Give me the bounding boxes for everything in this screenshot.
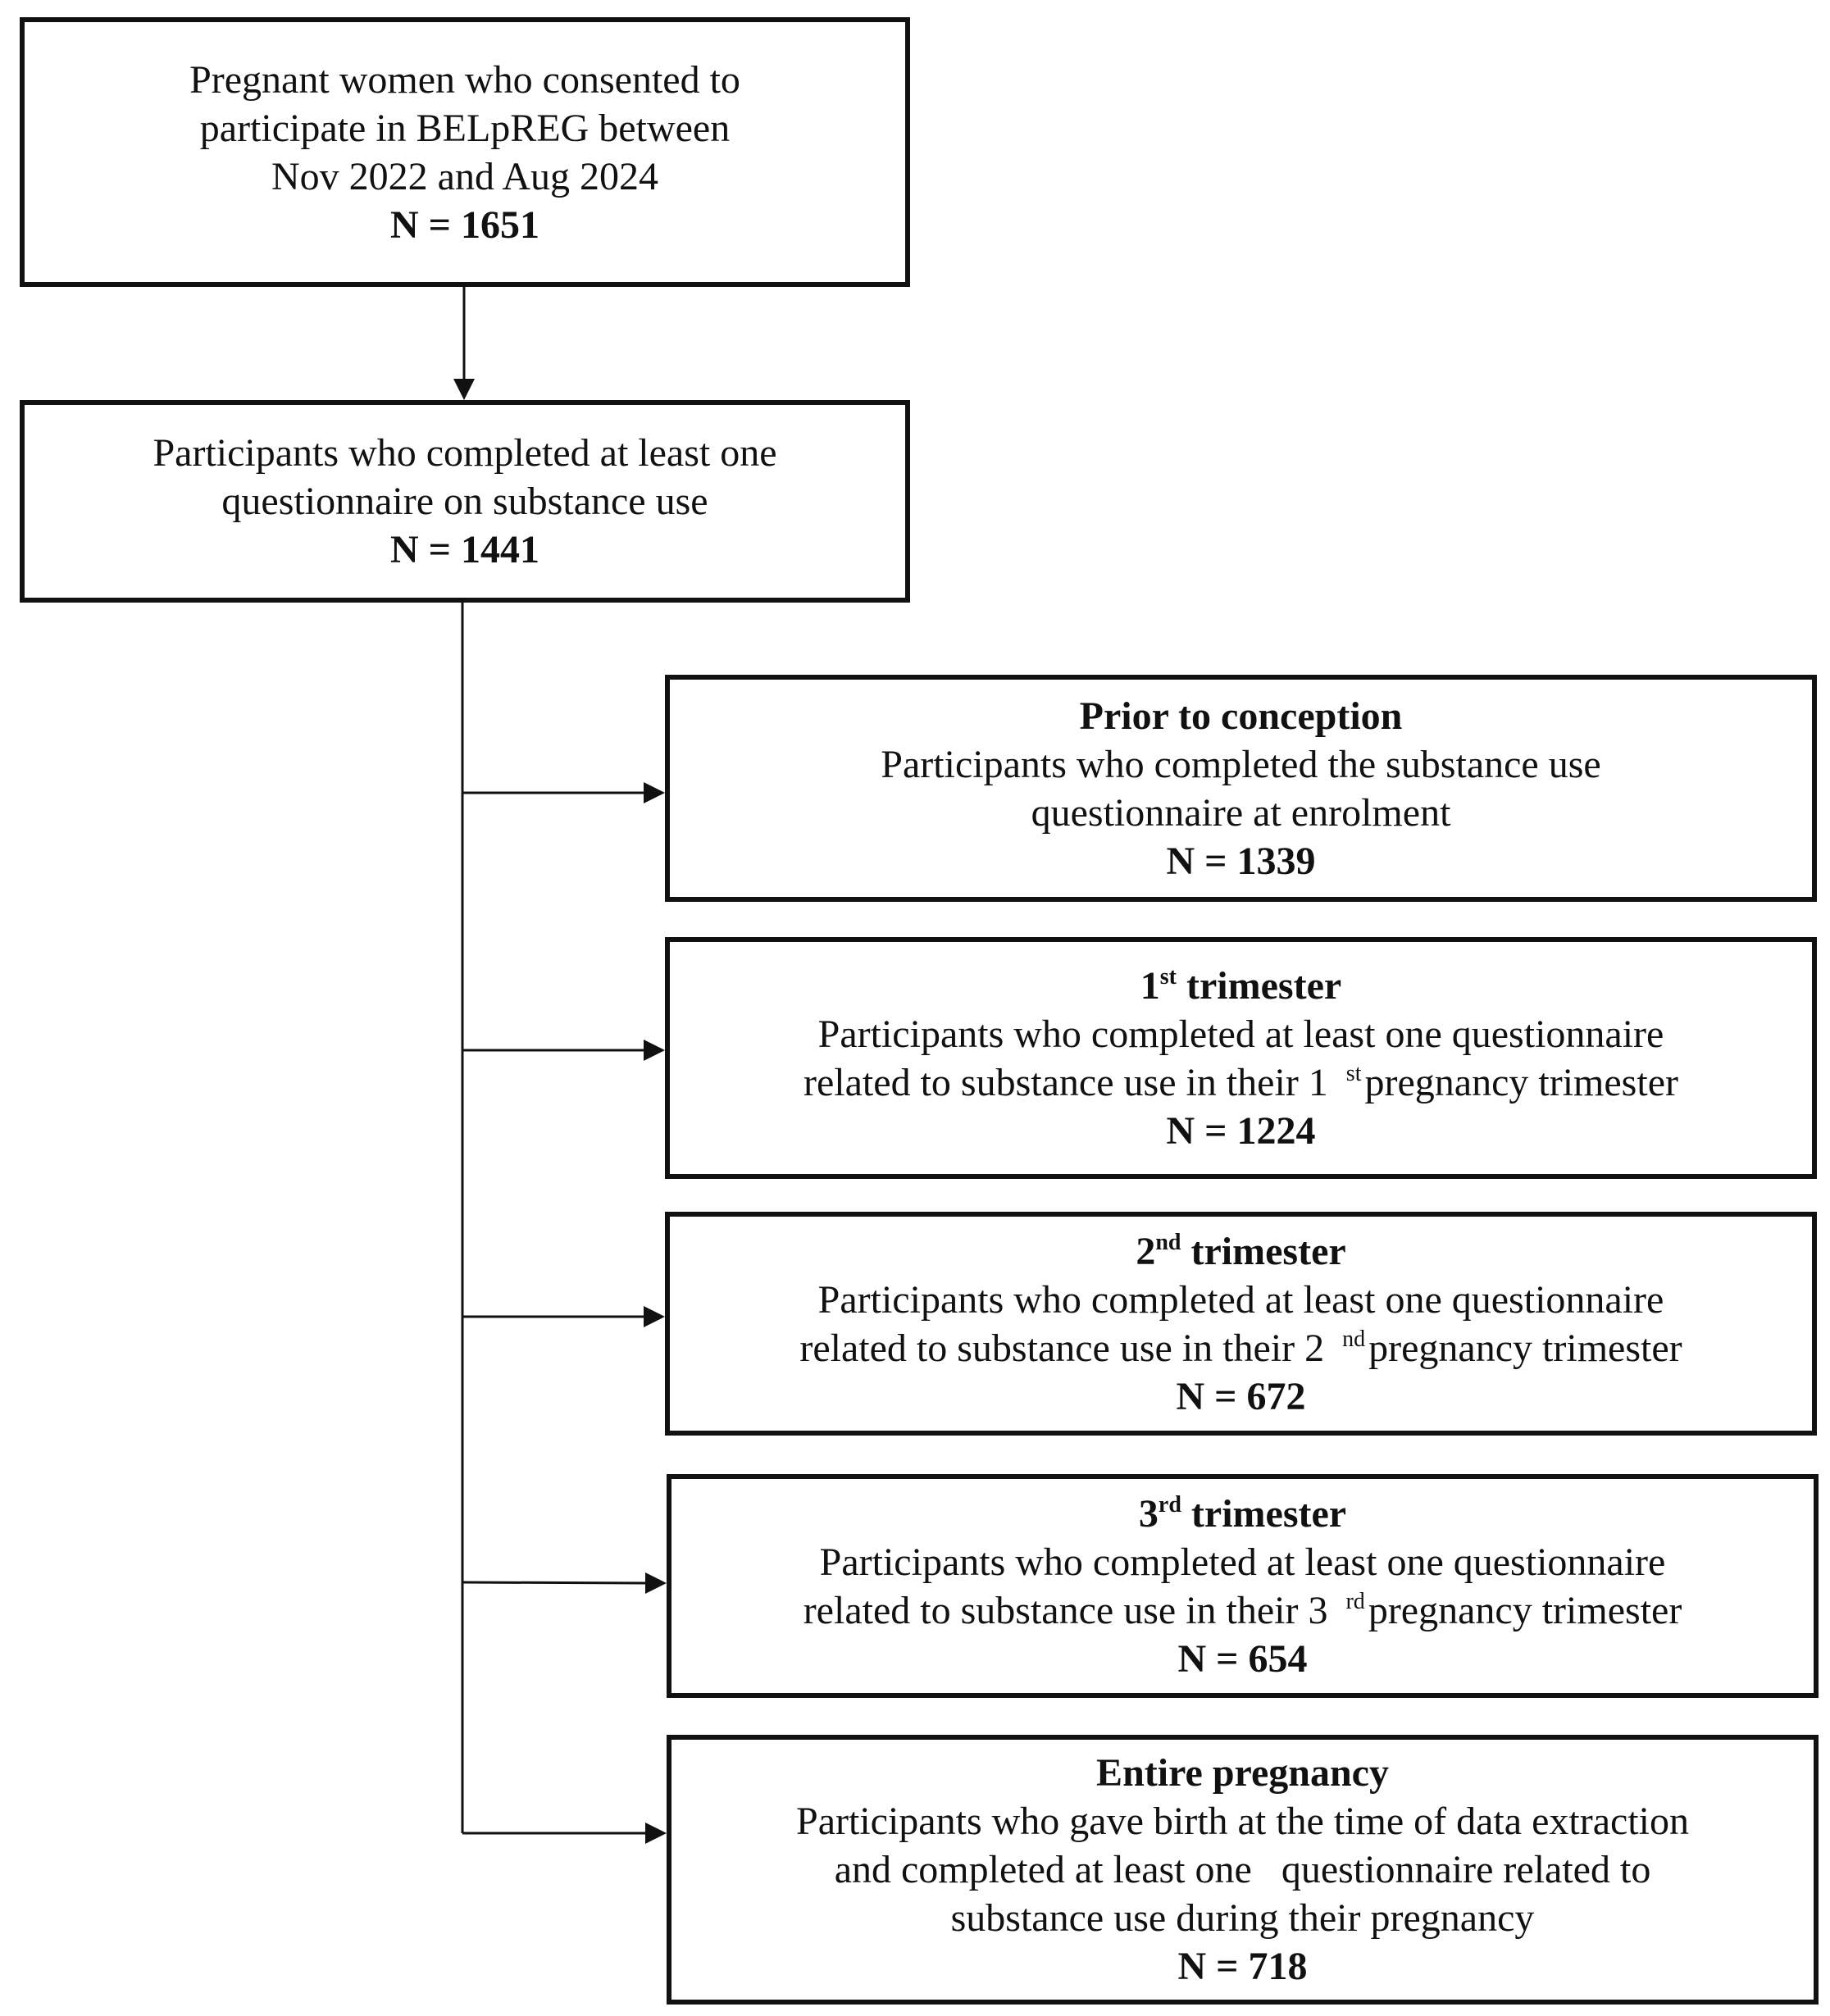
box-consented: Pregnant women who consented to particip… [20,17,910,287]
box-t3-line: Participants who completed at least one … [819,1540,1666,1584]
box-prior-count: N = 1339 [1166,839,1316,883]
box-consented-line: participate in BELpREG between [199,106,731,150]
box-t3-title: 3rd trimester [1139,1490,1346,1538]
arrow-to-t1 [462,1040,665,1061]
box-first-trimester: 1st trimester Participants who completed… [665,937,1817,1179]
arrow-to-prior [462,782,665,803]
box-consented-line: Pregnant women who consented to [189,57,740,102]
box-t3-line2: related to substance use in their 3 rdpre… [803,1586,1682,1635]
box-t2-title-rest: trimester [1181,1229,1346,1273]
box-t3-title-num: 3 [1138,1491,1159,1536]
box-prior-line: questionnaire at enrolment [1031,790,1451,835]
box-t1-line2-post: pregnancy trimester [1364,1060,1678,1104]
box-entire-line: Participants who gave birth at the time … [796,1800,1689,1843]
box-entire-line: substance use during their pregnancy [950,1896,1535,1940]
arrow-to-entire [462,1823,667,1844]
box-t2-count: N = 672 [1176,1374,1306,1418]
box-consented-line: Nov 2022 and Aug 2024 [271,154,658,198]
box-t1-title: 1st trimester [1140,962,1341,1010]
box-t2-line2-sup: nd [1342,1326,1366,1352]
box-t3-count: N = 654 [1177,1636,1308,1681]
box-t3-title-rest: trimester [1181,1491,1347,1536]
box-prior-to-conception: Prior to conception Participants who com… [665,675,1817,902]
arrow-to-t2 [462,1306,665,1327]
box-t3-title-sup: rd [1158,1491,1181,1518]
box-entire-count: N = 718 [1177,1945,1308,1988]
box-prior-title: Prior to conception [1079,694,1403,738]
box-t1-line2-pre: related to substance use in their 1 [803,1060,1328,1104]
box-consented-count: N = 1651 [389,203,539,247]
box-t2-title: 2nd trimester [1136,1227,1345,1276]
arrow-consented-to-completed [453,287,475,400]
box-t2-line2: related to substance use in their 2 ndpre… [799,1324,1682,1372]
box-t2-line2-pre: related to substance use in their 2 [799,1326,1325,1370]
arrow-to-t3 [462,1572,667,1594]
box-third-trimester: 3rd trimester Participants who completed… [667,1474,1819,1698]
box-t2-title-sup: nd [1155,1229,1181,1255]
box-t3-line2-post: pregnancy trimester [1368,1588,1682,1632]
box-t1-line2: related to substance use in their 1 stpre… [803,1058,1678,1107]
box-completed-count: N = 1441 [389,528,539,571]
box-completed: Participants who completed at least one … [20,400,910,603]
box-t2-line: Participants who completed at least one … [817,1277,1664,1322]
box-t1-title-rest: trimester [1177,963,1342,1008]
box-t3-line2-pre: related to substance use in their 3 [803,1588,1328,1632]
box-prior-line: Participants who completed the substance… [881,742,1601,786]
box-t1-title-sup: st [1159,963,1177,990]
box-t1-title-num: 1 [1140,963,1160,1008]
box-t1-line: Participants who completed at least one … [817,1012,1664,1056]
box-t1-line2-sup: st [1345,1060,1362,1086]
box-t1-count: N = 1224 [1166,1108,1316,1153]
box-completed-line: questionnaire on substance use [221,480,708,523]
box-entire-title: Entire pregnancy [1096,1751,1389,1795]
box-t2-title-num: 2 [1136,1229,1156,1273]
box-completed-line: Participants who completed at least one [152,431,777,475]
box-t2-line2-post: pregnancy trimester [1368,1326,1682,1370]
box-t3-line2-sup: rd [1345,1588,1365,1614]
box-entire-line: and completed at least one questionnaire… [834,1848,1651,1891]
box-second-trimester: 2nd trimester Participants who completed… [665,1212,1817,1436]
box-entire-pregnancy: Entire pregnancy Participants who gave b… [667,1735,1819,2005]
